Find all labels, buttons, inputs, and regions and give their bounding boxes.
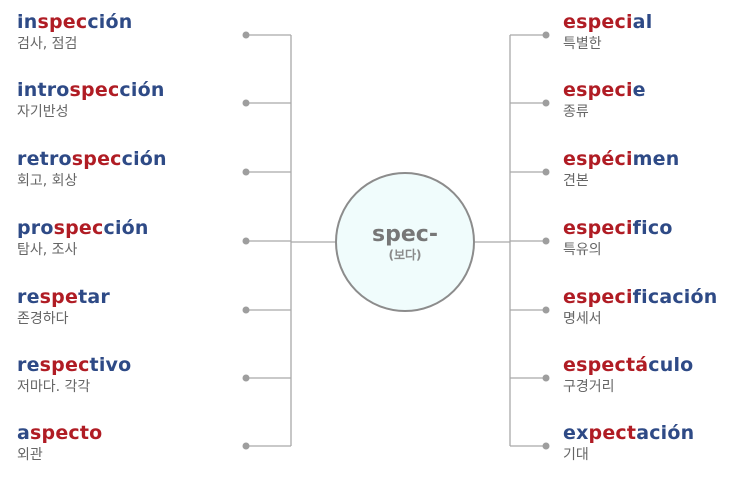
left-word-entry: aspecto 외관 bbox=[17, 422, 227, 464]
korean-meaning: 저마다. 각각 bbox=[17, 379, 91, 395]
word-segment: especi bbox=[563, 217, 633, 239]
spanish-word: prospección bbox=[17, 217, 227, 239]
word-segment: ación bbox=[636, 422, 695, 444]
spanish-word: espectáculo bbox=[563, 354, 755, 376]
right-branch-dot bbox=[542, 99, 550, 107]
word-segment: in bbox=[17, 11, 38, 33]
left-branch-dot bbox=[242, 442, 250, 450]
word-segment: ex bbox=[563, 422, 589, 444]
left-branch-dot bbox=[242, 31, 250, 39]
right-word-entry: espécimen 견본 bbox=[563, 148, 755, 190]
word-segment: a bbox=[17, 422, 31, 444]
spanish-word: expectación bbox=[563, 422, 755, 444]
spanish-word: especie bbox=[563, 79, 755, 101]
korean-meaning: 명세서 bbox=[563, 311, 602, 327]
right-word-entry: especifico 특유의 bbox=[563, 217, 755, 259]
korean-meaning: 종류 bbox=[563, 104, 589, 120]
word-segment: spec bbox=[39, 354, 90, 376]
right-branch-dot bbox=[542, 306, 550, 314]
right-word-entry: expectación 기대 bbox=[563, 422, 755, 464]
word-segment: espect bbox=[563, 354, 636, 376]
korean-meaning: 자기반성 bbox=[17, 104, 69, 120]
korean-meaning: 존경하다 bbox=[17, 311, 69, 327]
left-branch-dot bbox=[242, 168, 250, 176]
word-segment: á bbox=[635, 354, 649, 376]
korean-meaning: 탐사, 조사 bbox=[17, 242, 78, 258]
word-segment: pro bbox=[17, 217, 54, 239]
word-segment: re bbox=[17, 286, 40, 308]
korean-meaning: 검사, 점검 bbox=[17, 36, 78, 52]
spanish-word: especifico bbox=[563, 217, 755, 239]
word-segment: pect bbox=[588, 422, 637, 444]
left-branch-dot bbox=[242, 99, 250, 107]
word-segment: spec bbox=[37, 11, 88, 33]
right-word-entry: espectáculo 구경거리 bbox=[563, 354, 755, 396]
word-segment: ción bbox=[103, 217, 149, 239]
korean-meaning: 특별한 bbox=[563, 36, 602, 52]
word-segment: intro bbox=[17, 79, 70, 101]
right-branch-dot bbox=[542, 168, 550, 176]
word-segment: tivo bbox=[89, 354, 132, 376]
spanish-word: espécimen bbox=[563, 148, 755, 170]
right-branch-dot bbox=[542, 31, 550, 39]
word-segment: e bbox=[632, 79, 646, 101]
word-segment: culo bbox=[648, 354, 694, 376]
spanish-word: retrospección bbox=[17, 148, 227, 170]
right-word-entry: especial 특별한 bbox=[563, 11, 755, 53]
spanish-word: especificación bbox=[563, 286, 755, 308]
right-word-entry: especie 종류 bbox=[563, 79, 755, 121]
word-segment: re bbox=[17, 354, 40, 376]
korean-meaning: 회고, 회상 bbox=[17, 173, 78, 189]
word-segment: ción bbox=[121, 148, 167, 170]
word-segment: specto bbox=[30, 422, 103, 444]
word-segment: tar bbox=[78, 286, 110, 308]
korean-meaning: 기대 bbox=[563, 447, 589, 463]
left-word-entry: introspección 자기반성 bbox=[17, 79, 227, 121]
left-word-entry: respectivo 저마다. 각각 bbox=[17, 354, 227, 396]
korean-meaning: 견본 bbox=[563, 173, 589, 189]
right-branch-dot bbox=[542, 442, 550, 450]
word-segment: ción bbox=[87, 11, 133, 33]
word-segment: men bbox=[632, 148, 680, 170]
right-branch-dot bbox=[542, 374, 550, 382]
spanish-word: especial bbox=[563, 11, 755, 33]
left-word-entry: prospección 탐사, 조사 bbox=[17, 217, 227, 259]
word-segment: spec bbox=[71, 148, 122, 170]
word-segment: ficación bbox=[632, 286, 718, 308]
word-segment: al bbox=[632, 11, 653, 33]
spanish-word: respetar bbox=[17, 286, 227, 308]
word-segment: spec bbox=[69, 79, 120, 101]
right-word-entry: especificación 명세서 bbox=[563, 286, 755, 328]
word-segment: spe bbox=[39, 286, 79, 308]
left-branch-dot bbox=[242, 374, 250, 382]
left-word-entry: retrospección 회고, 회상 bbox=[17, 148, 227, 190]
left-branch-dot bbox=[242, 306, 250, 314]
spanish-word: introspección bbox=[17, 79, 227, 101]
word-segment: retro bbox=[17, 148, 72, 170]
left-word-entry: respetar 존경하다 bbox=[17, 286, 227, 328]
korean-meaning: 특유의 bbox=[563, 242, 602, 258]
spanish-word: inspección bbox=[17, 11, 227, 33]
word-segment: fico bbox=[632, 217, 673, 239]
spanish-word: respectivo bbox=[17, 354, 227, 376]
word-segment: espéci bbox=[563, 148, 633, 170]
word-segment: ción bbox=[119, 79, 165, 101]
korean-meaning: 구경거리 bbox=[563, 379, 615, 395]
right-branch-dot bbox=[542, 237, 550, 245]
left-branch-dot bbox=[242, 237, 250, 245]
word-segment: especi bbox=[563, 79, 633, 101]
spanish-word: aspecto bbox=[17, 422, 227, 444]
word-segment: especi bbox=[563, 286, 633, 308]
korean-meaning: 외관 bbox=[17, 447, 43, 463]
word-segment: especi bbox=[563, 11, 633, 33]
left-word-entry: inspección 검사, 점검 bbox=[17, 11, 227, 53]
root-circle bbox=[335, 172, 475, 312]
word-segment: spec bbox=[53, 217, 104, 239]
